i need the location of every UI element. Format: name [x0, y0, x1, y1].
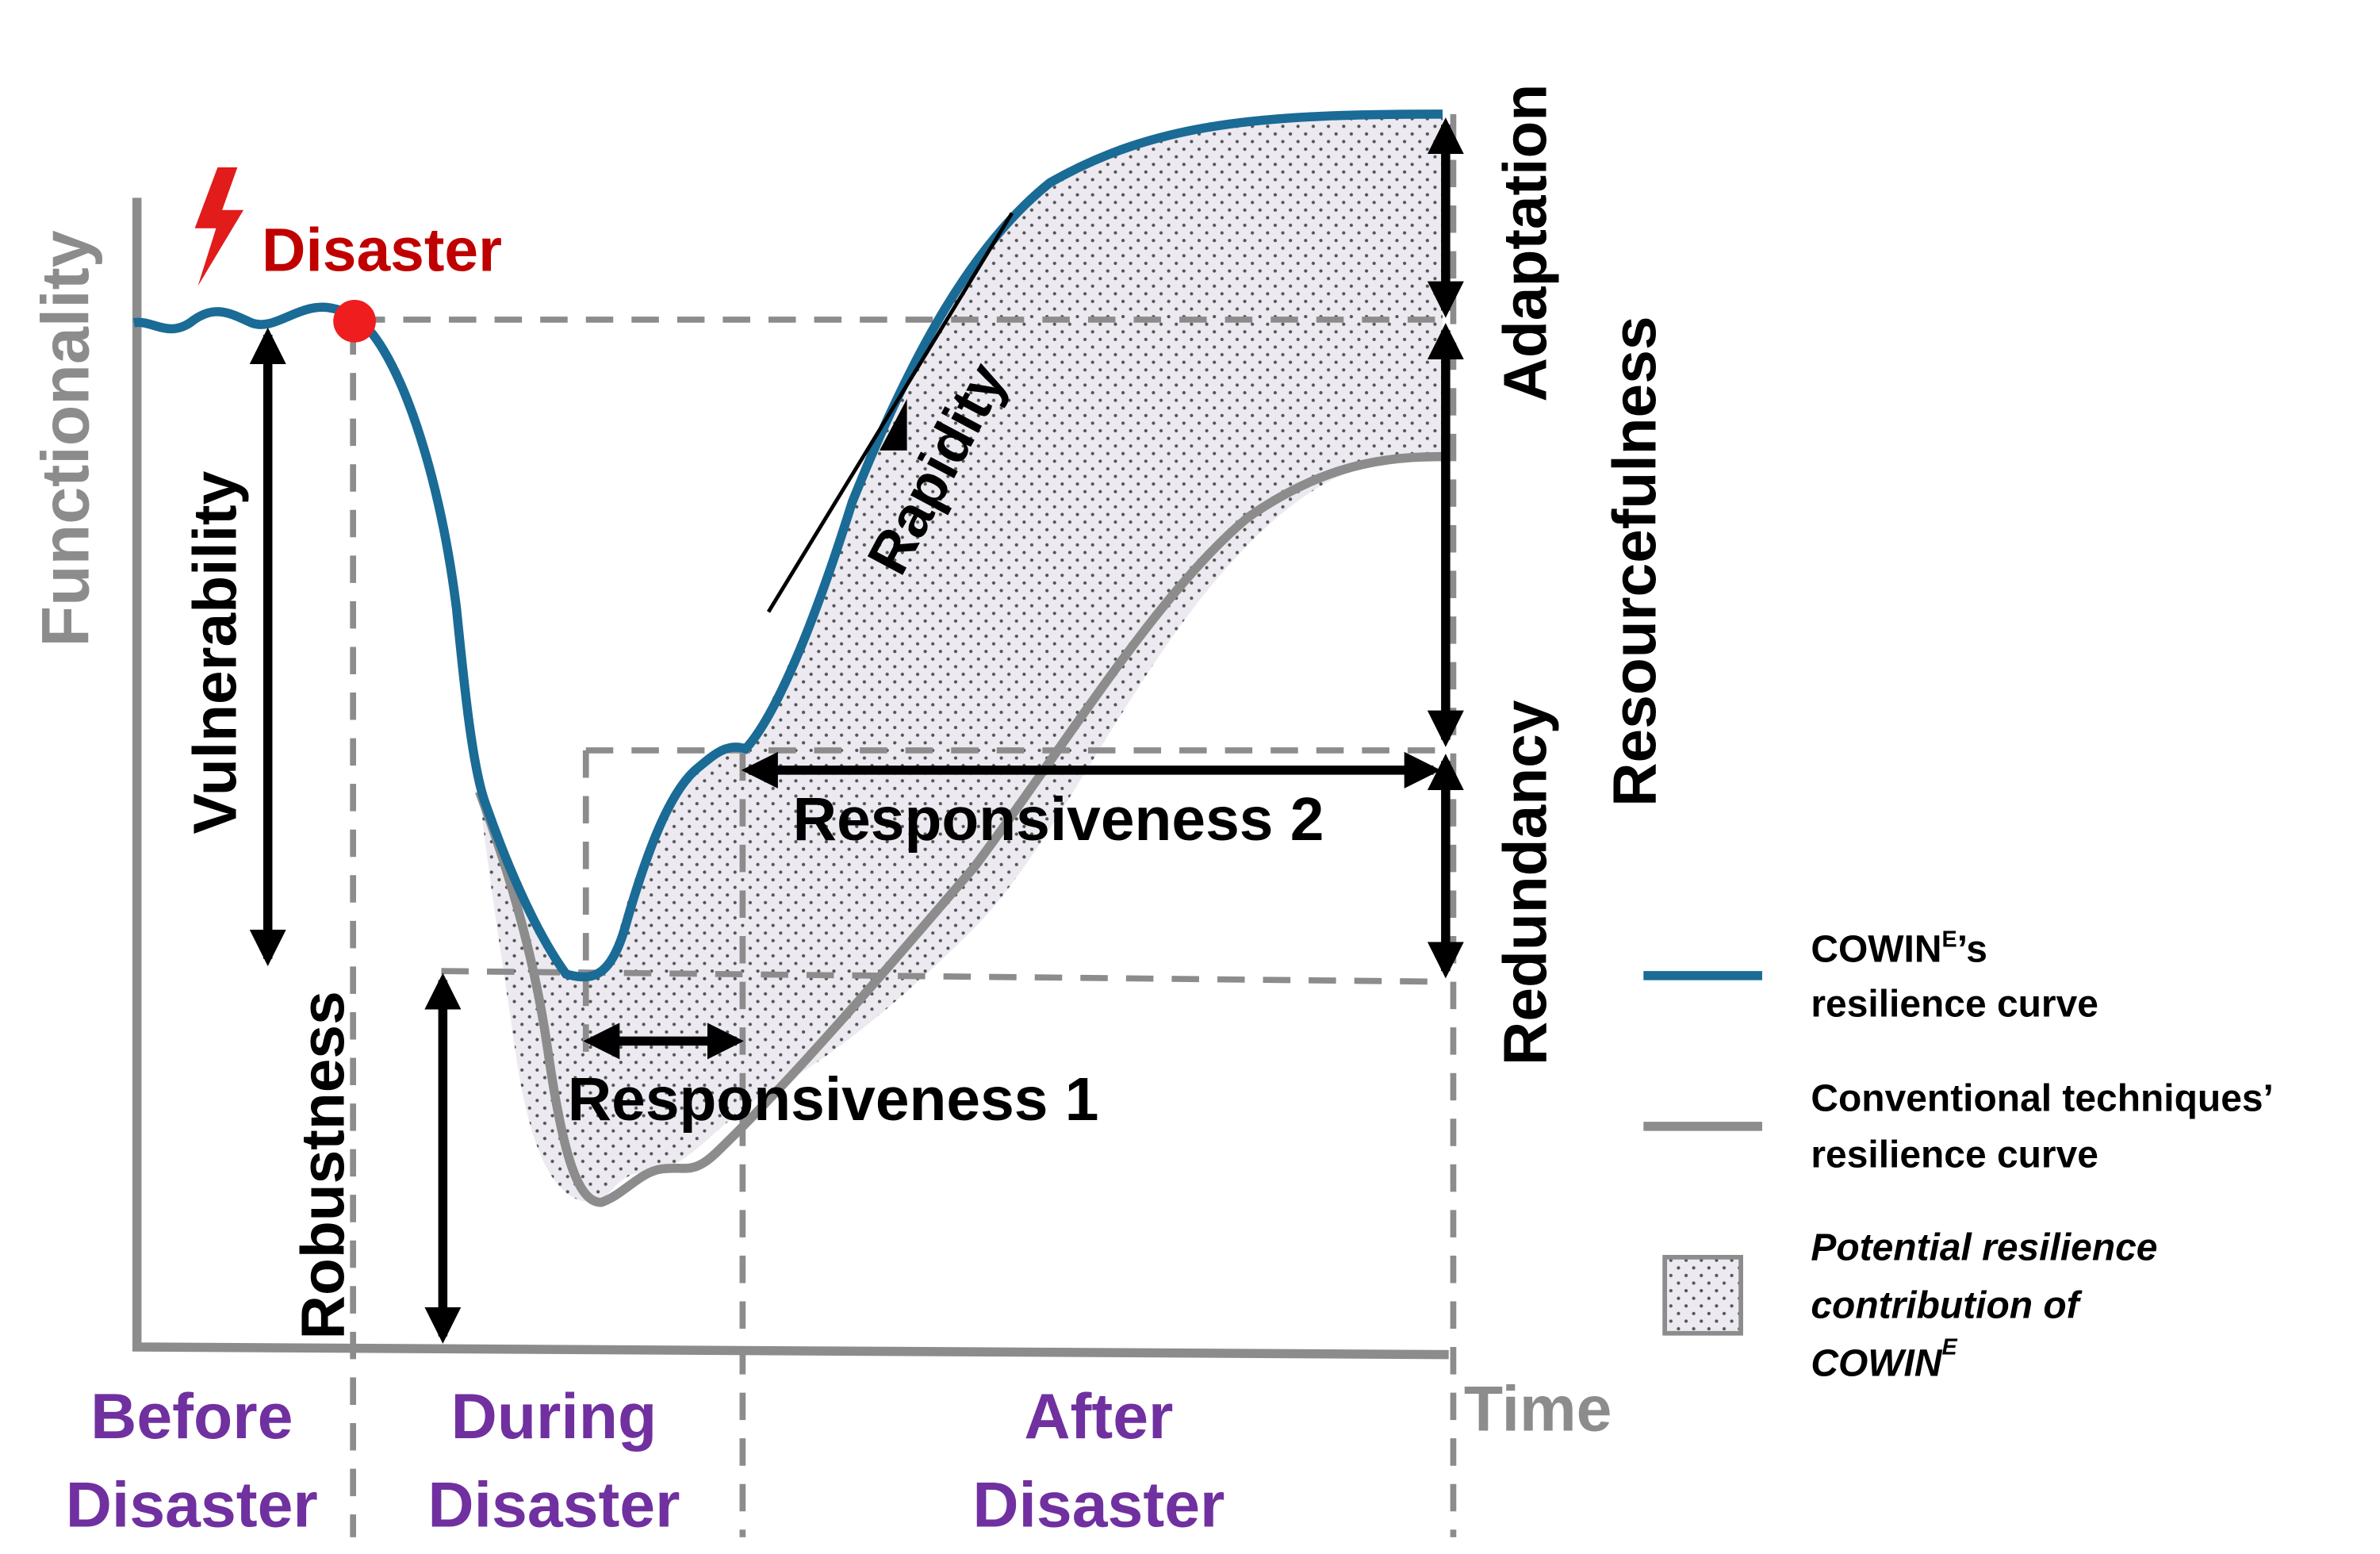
- phase-after-line1: After: [1024, 1381, 1173, 1452]
- x-axis-label: Time: [1464, 1374, 1612, 1445]
- responsiveness-1-label: Responsiveness 1: [568, 1066, 1099, 1134]
- legend-potential-prefix: COWIN: [1811, 1343, 1943, 1385]
- legend-cowin-prefix: COWIN: [1811, 929, 1941, 971]
- legend-potential-line3: COWINE: [1811, 1335, 1957, 1385]
- phase-before-line2: Disaster: [66, 1469, 318, 1541]
- phase-during-line2: Disaster: [427, 1469, 680, 1541]
- robustness-label: Robustness: [290, 991, 358, 1339]
- phase-during-line1: During: [451, 1381, 657, 1452]
- legend-potential-line2: contribution of: [1811, 1285, 2082, 1327]
- conventional-resilience-curve: [475, 451, 1443, 1207]
- legend-potential-sup: E: [1942, 1335, 1958, 1360]
- legend-conventional-line1: Conventional techniques’: [1811, 1078, 2274, 1120]
- legend-conventional-line2: resilience curve: [1811, 1134, 2098, 1176]
- axes-lines: [132, 198, 1449, 1360]
- phase-before-line1: Before: [90, 1381, 293, 1452]
- potential-contribution-area: [479, 113, 1443, 1203]
- disaster-label: Disaster: [262, 217, 502, 285]
- red-dot-icon: [333, 299, 376, 343]
- rapidity-tangent: [766, 212, 1014, 613]
- phase-after-line2: Disaster: [972, 1469, 1224, 1541]
- cowin-resilience-curve: [132, 109, 1443, 982]
- adaptation-label: Adaptation: [1492, 84, 1559, 402]
- legend-cowin-line1: COWINE’s: [1811, 927, 1987, 970]
- y-axis-label: Functionality: [28, 230, 102, 647]
- responsiveness-2-label: Responsiveness 2: [793, 786, 1324, 854]
- min-level-line: [441, 968, 1443, 985]
- lightning-bolt-icon: [194, 167, 244, 286]
- legend-cowin-line2: resilience curve: [1811, 984, 2098, 1026]
- legend-cowin-suffix: ’s: [1957, 929, 1987, 971]
- legend-potential-line1: Potential resilience: [1811, 1227, 2157, 1269]
- redundancy-label: Redundancy: [1492, 700, 1559, 1065]
- legend-potential-swatch: [1662, 1254, 1743, 1336]
- resourcefulness-label: Resourcefulness: [1602, 316, 1669, 806]
- vulnerability-label: Vulnerability: [182, 470, 249, 834]
- legend-cowin-sup: E: [1942, 927, 1957, 952]
